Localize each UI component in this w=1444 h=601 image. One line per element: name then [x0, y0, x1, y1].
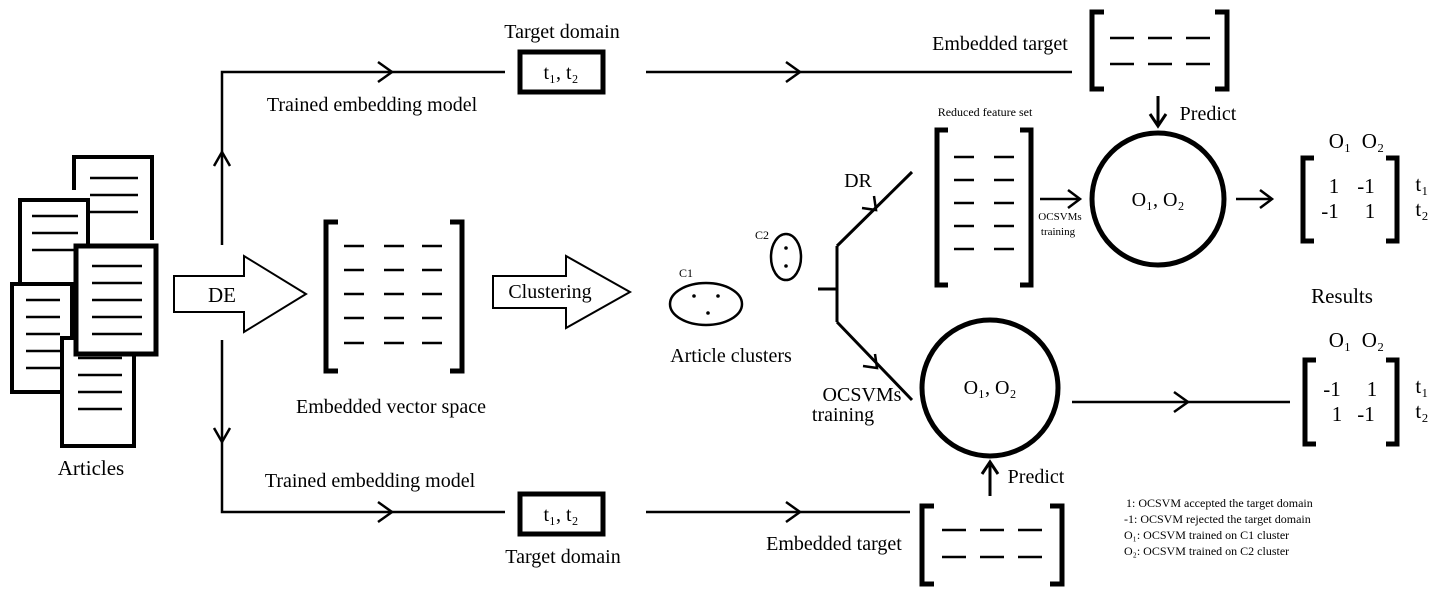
bottom-branch-line [220, 340, 505, 514]
ocsvm-bottom-circle [919, 317, 1061, 459]
result-bottom-cell: 1 [1367, 377, 1378, 401]
embedded-target-bottom-label: Embedded target [766, 533, 902, 555]
result-bottom-col-header-2: O₂ [1362, 328, 1385, 352]
embedded-vector-space-label: Embedded vector space [296, 396, 486, 418]
result-bottom-matrix [1302, 357, 1400, 447]
ocsvms-training-small-line1: OCSVMs [1038, 211, 1081, 223]
bottom-right-arrowhead [377, 500, 395, 524]
articles-label: Articles [58, 456, 124, 480]
target-domain-bottom-box-label: t₁, t₂ [543, 504, 578, 526]
de-label: DE [208, 283, 236, 307]
result-bottom-row-label: t₁ [1415, 374, 1428, 398]
result-bottom-row-label: t₂ [1415, 399, 1428, 423]
result-top-col-header-2: O₂ [1362, 129, 1385, 153]
down-arrowhead [212, 427, 232, 445]
result-top-cell: 1 [1329, 174, 1340, 198]
matrix-dashes [344, 244, 442, 345]
right-bracket [450, 219, 465, 374]
left-bracket [323, 219, 338, 374]
predict-top-arrow [1148, 96, 1168, 129]
legend-item: -1: OCSVM rejected the target domain [1124, 512, 1311, 526]
results-label: Results [1311, 284, 1373, 308]
result-top-col-header-1: O₁ [1329, 129, 1352, 153]
predict-bottom-arrow [980, 459, 1000, 496]
c1-label: C1 [679, 266, 693, 280]
dr-arrowhead [861, 195, 878, 212]
embedded-target-top-label: Embedded target [932, 33, 1068, 55]
trained-embedding-model-top-label: Trained embedding model [267, 94, 478, 116]
top-right-arrowhead [377, 60, 395, 84]
reduced-matrix-dashes [954, 155, 1014, 251]
ocsvm-top-circle [1089, 130, 1227, 268]
ocsvm-arrowhead [862, 353, 879, 370]
reduced-feature-set-matrix [934, 127, 1034, 288]
result-bottom-cell: -1 [1357, 402, 1375, 426]
target-domain-top-box-label: t₁, t₂ [543, 62, 578, 84]
de-block-arrow [173, 254, 308, 334]
document-icon [73, 243, 159, 357]
articles-stack-icon [10, 155, 159, 448]
target-domain-top-box [517, 49, 606, 95]
result-top-row-label: t₂ [1415, 197, 1428, 221]
embedded-target-bottom-matrix [919, 503, 1065, 587]
c2-label: C2 [755, 228, 769, 242]
legend-item: 1: OCSVM accepted the target domain [1126, 496, 1313, 510]
embedded-target-top-dashes [1110, 36, 1210, 66]
reduced-to-ocsvm-arrow [1040, 189, 1083, 209]
embedded-target-top-matrix [1089, 9, 1230, 92]
target-top-to-embedded-line [646, 60, 1072, 84]
result-top-cell: 1 [1365, 199, 1376, 223]
result-top-cell: -1 [1321, 199, 1339, 223]
target-domain-bottom-label: Target domain [505, 546, 620, 568]
ocsvms-training-small-line2: training [1041, 226, 1076, 238]
cluster-c1 [668, 281, 744, 327]
ocsvms-training-label-line2: training [812, 404, 874, 426]
top-branch-line [220, 70, 505, 245]
predict-bottom-label: Predict [1008, 466, 1065, 488]
legend: 1: OCSVM accepted the target domain -1: … [1124, 496, 1313, 558]
branch-lines [212, 60, 505, 524]
result-top-matrix [1300, 155, 1400, 244]
result-top-row-label: t₁ [1415, 172, 1428, 196]
target-bottom-to-embedded-line [646, 500, 910, 524]
result-bottom-cell: -1 [1323, 377, 1341, 401]
result-bottom-cell: 1 [1332, 402, 1343, 426]
ocsvms-training-label-line1: OCSVMs [823, 384, 902, 406]
clustering-label: Clustering [508, 281, 591, 303]
cluster-c2 [769, 232, 803, 282]
trained-embedding-model-bottom-label: Trained embedding model [265, 470, 476, 492]
ocsvm-top-circle-label: O₁, O₂ [1132, 189, 1185, 211]
embedded-vector-space-matrix [323, 219, 465, 374]
embedded-target-bottom-dashes [942, 528, 1042, 559]
predict-top-label: Predict [1180, 103, 1237, 125]
target-domain-bottom-box [517, 491, 606, 537]
up-arrowhead [212, 149, 232, 167]
split-branch [818, 170, 914, 402]
clustering-block-arrow [492, 254, 633, 330]
target-domain-top-label: Target domain [504, 21, 619, 43]
result-bottom-col-header-1: O₁ [1329, 328, 1352, 352]
ocsvm-bottom-circle-label: O₁, O₂ [964, 377, 1017, 399]
dr-label: DR [844, 170, 872, 192]
reduced-feature-set-label: Reduced feature set [938, 105, 1033, 119]
article-clusters-label: Article clusters [670, 345, 792, 367]
legend-item: O₂: OCSVM trained on C2 cluster [1124, 544, 1289, 558]
top-circle-to-result-arrow [1236, 189, 1275, 209]
result-top-cell: -1 [1357, 174, 1375, 198]
bottom-circle-to-result-arrow [1072, 390, 1290, 414]
legend-item: O₁: OCSVM trained on C1 cluster [1124, 528, 1289, 542]
